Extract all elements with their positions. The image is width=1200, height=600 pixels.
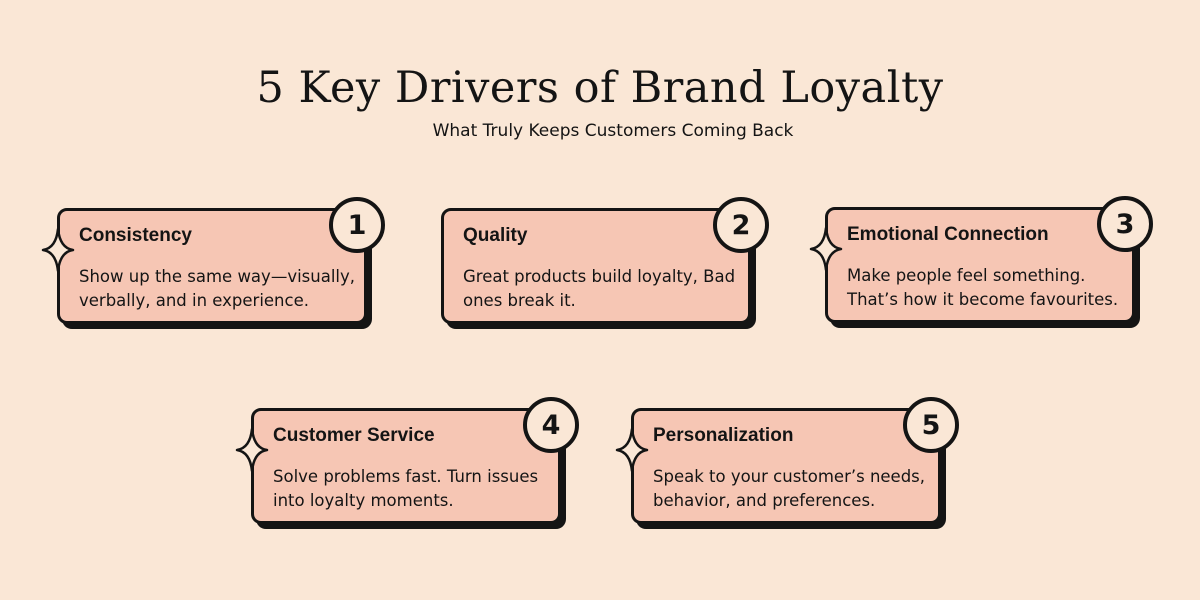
sparkle-icon bbox=[615, 427, 649, 473]
driver-title: Emotional Connection bbox=[847, 224, 1049, 245]
driver-card-consistency: Consistency Show up the same way—visuall… bbox=[57, 208, 373, 330]
card-body: Customer Service Solve problems fast. Tu… bbox=[251, 408, 561, 524]
driver-number-badge: 4 bbox=[523, 397, 579, 453]
page-subtitle: What Truly Keeps Customers Coming Back bbox=[432, 121, 794, 141]
driver-card-personalization: Personalization Speak to your customer’s… bbox=[631, 408, 947, 530]
driver-description: Great products build loyalty, Bad ones b… bbox=[463, 267, 736, 310]
driver-card-emotional-connection: Emotional Connection Make people feel so… bbox=[825, 207, 1141, 329]
driver-title: Quality bbox=[463, 225, 528, 246]
driver-description: Solve problems fast. Turn issues into lo… bbox=[273, 467, 539, 510]
card-body: Emotional Connection Make people feel so… bbox=[825, 207, 1135, 323]
card-body: Personalization Speak to your customer’s… bbox=[631, 408, 941, 524]
driver-number-badge: 3 bbox=[1097, 196, 1153, 252]
driver-title: Customer Service bbox=[273, 425, 435, 446]
driver-description: Speak to your customer’s needs, behavior… bbox=[653, 467, 926, 510]
driver-number-badge: 2 bbox=[713, 197, 769, 253]
driver-description: Make people feel something. That’s how i… bbox=[847, 266, 1119, 309]
driver-number-badge: 1 bbox=[329, 197, 385, 253]
card-body: Consistency Show up the same way—visuall… bbox=[57, 208, 367, 324]
driver-card-customer-service: Customer Service Solve problems fast. Tu… bbox=[251, 408, 567, 530]
driver-title: Personalization bbox=[653, 425, 794, 446]
card-body: Quality Great products build loyalty, Ba… bbox=[441, 208, 751, 324]
driver-title: Consistency bbox=[79, 225, 192, 246]
sparkle-icon bbox=[41, 227, 75, 273]
page-title: 5 Key Drivers of Brand Loyalty bbox=[256, 63, 944, 113]
driver-description: Show up the same way—visually, verbally,… bbox=[79, 267, 356, 310]
sparkle-icon bbox=[809, 226, 843, 272]
driver-card-quality: Quality Great products build loyalty, Ba… bbox=[441, 208, 757, 330]
sparkle-icon bbox=[235, 427, 269, 473]
driver-number-badge: 5 bbox=[903, 397, 959, 453]
